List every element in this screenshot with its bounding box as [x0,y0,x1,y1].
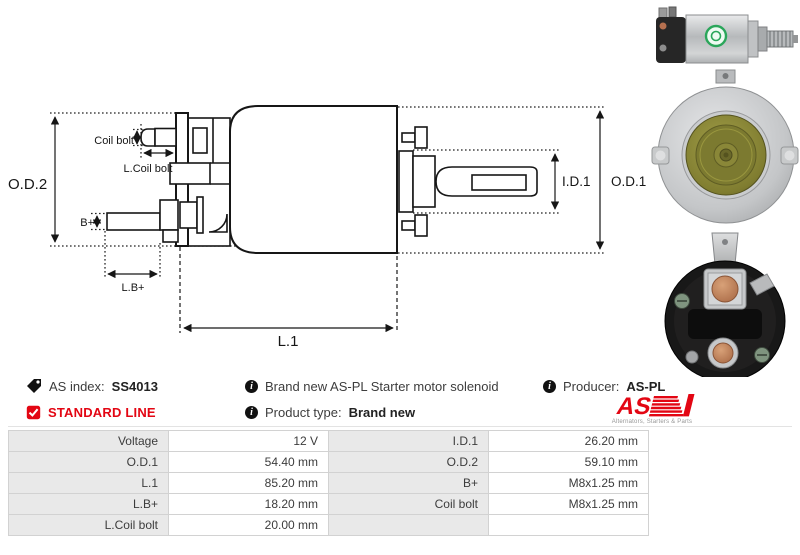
as-index-label: AS index: [49,378,105,394]
spec-row: L.B+ 18.20 mm Coil bolt M8x1.25 mm [8,493,649,515]
checkbox-checked-icon [26,405,41,419]
green-sticker [704,24,728,48]
housing-notch [208,213,228,233]
product-type-value: Brand new [348,404,416,420]
spec-row: O.D.1 54.40 mm O.D.2 59.10 mm [8,451,649,473]
as-index-row: AS index: SS4013 [26,378,158,394]
spec-value-cell: 26.20 mm [488,430,649,452]
spec-value-cell: 20.00 mm [168,514,329,536]
spec-row: Voltage 12 V I.D.1 26.20 mm [8,430,649,452]
producer-label: Producer: [563,378,620,394]
info-icon: i [543,379,556,393]
standard-line-label: STANDARD LINE [48,404,156,420]
solenoid-barrel [685,14,749,64]
projection-guides [50,106,604,333]
solenoid-body [229,105,398,254]
description-row: i Brand new AS-PL Starter motor solenoid [245,378,499,394]
angled-spade-terminal [749,273,775,296]
side-bolts [651,146,799,165]
spec-row: L.Coil bolt 20.00 mm [8,514,649,536]
dimension-arrows [50,110,605,333]
info-icon: i [245,405,258,419]
dim-label-l-coil-bolt: L.Coil bolt [124,163,173,175]
spec-value-cell: 18.20 mm [168,493,329,515]
product-type-label: Product type: [265,404,342,420]
dim-label-l1: L.1 [278,333,299,350]
product-photo-rear-view [664,232,786,377]
dim-label-od2: O.D.2 [8,176,47,193]
spec-label-cell: Voltage [8,430,169,452]
dim-label-od1: O.D.1 [611,174,646,189]
spec-label-cell: O.D.2 [328,451,489,473]
rear-terminals [401,126,428,237]
dim-label-l-b-plus: L.B+ [122,282,145,294]
product-description: Brand new AS-PL Starter motor solenoid [265,378,499,394]
spec-value-cell: M8x1.25 mm [488,493,649,515]
b-plus-terminal [703,268,747,310]
producer-row: i Producer: AS-PL [543,378,665,394]
spec-label-cell: Coil bolt [328,493,489,515]
spec-value-cell: 54.40 mm [168,451,329,473]
info-icon: i [245,379,258,393]
standard-line-row: STANDARD LINE [26,404,156,420]
technical-drawing: O.D.2 Coil bolt L.Coil bolt B+ L.B+ L.1 … [8,105,646,350]
spec-label-cell [328,514,489,536]
spec-label-cell: O.D.1 [8,451,169,473]
threaded-shaft [766,30,794,48]
coil-bolt [140,127,177,147]
spec-label-cell: I.D.1 [328,430,489,452]
as-index-value: SS4013 [111,378,158,394]
cap-screws [674,293,770,364]
plunger-shaft [398,150,538,213]
tag-icon [27,379,41,393]
spec-row: L.1 85.20 mm B+ M8x1.25 mm [8,472,649,494]
spec-label-cell: L.Coil bolt [8,514,169,536]
producer-value: AS-PL [626,378,666,394]
product-photo-front-view [651,69,799,224]
spec-value-cell: 59.10 mm [488,451,649,473]
spec-value-cell: M8x1.25 mm [488,472,649,494]
separator-line [8,426,792,427]
dim-label-coil-bolt: Coil bolt [94,135,134,147]
spec-label-cell: L.B+ [8,493,169,515]
spec-value-cell [488,514,649,536]
spec-value-cell: 85.20 mm [168,472,329,494]
motor-terminal [707,337,739,369]
specs-table: Voltage 12 V I.D.1 26.20 mm O.D.1 54.40 … [8,430,649,536]
spec-label-cell: B+ [328,472,489,494]
spec-label-cell: L.1 [8,472,169,494]
b-plus-bolt [106,196,204,243]
product-type-row: i Product type: Brand new [245,404,415,420]
spec-value-cell: 12 V [168,430,329,452]
coil-stud [169,162,211,185]
product-photo-side-view [656,6,798,64]
dim-label-b-plus: B+ [80,217,94,229]
logo-text: AS [614,393,654,419]
as-pl-logo: AS Alternators, Starters & Parts [597,392,707,425]
as-pl-logo-mark: AS [614,393,695,420]
logo-caption: Alternators, Starters & Parts [611,419,693,425]
solenoid-cross-section [106,105,538,254]
dim-label-id1: I.D.1 [562,174,591,189]
